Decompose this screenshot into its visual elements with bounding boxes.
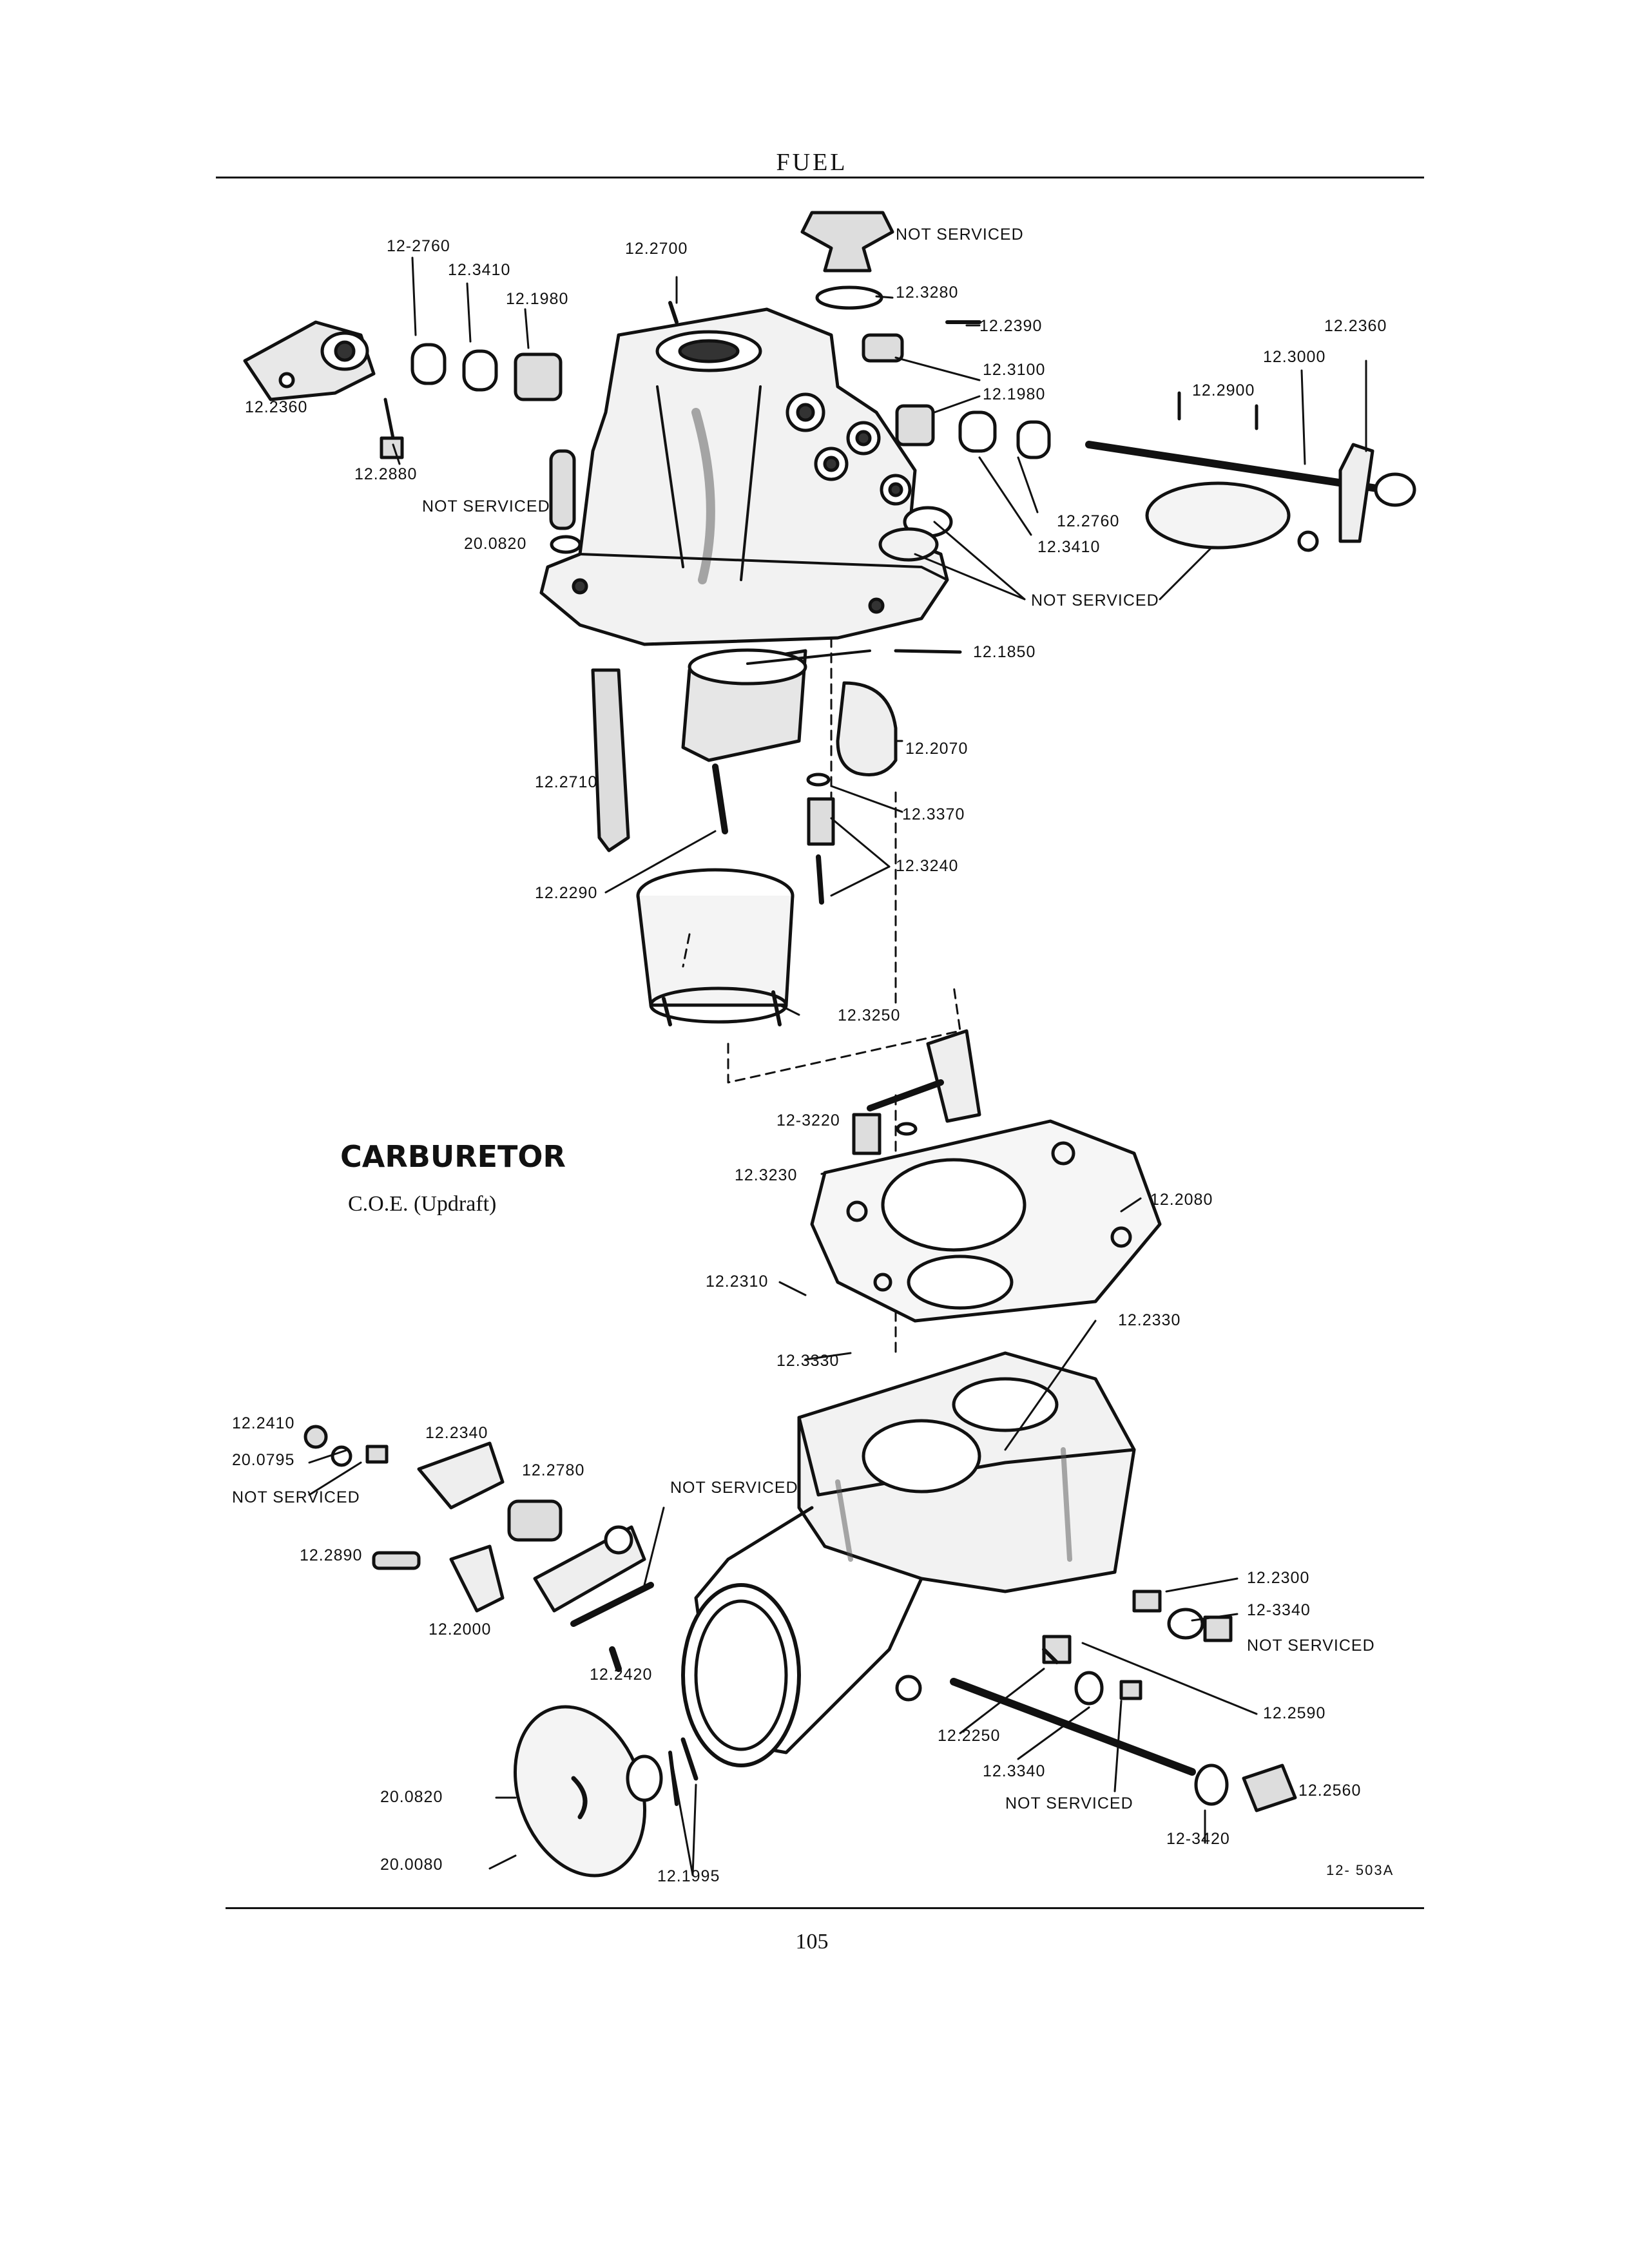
callout-label: 12.2560 (1298, 1782, 1362, 1800)
callout-label: 12.1980 (983, 385, 1046, 403)
callout-label: 12.3240 (896, 857, 959, 875)
fuel-inlet-cap (800, 211, 894, 310)
callout-label: 12-2760 (387, 237, 450, 255)
callout-label: 12.2780 (522, 1461, 585, 1479)
callout-label: NOT SERVICED (1031, 591, 1159, 610)
figure-subtitle: C.O.E. (Updraft) (348, 1192, 497, 1216)
callout-label: 20.0080 (380, 1856, 443, 1874)
callout-label: 12.2880 (354, 465, 418, 483)
callout-label: 12.2080 (1150, 1191, 1213, 1209)
callout-label: 12.3340 (983, 1762, 1046, 1780)
callout-label: 12.2360 (1324, 317, 1387, 335)
callout-label: NOT SERVICED (670, 1479, 798, 1497)
figure-code: 12- 503A (1326, 1862, 1394, 1878)
figure-title: CARBURETOR (340, 1139, 566, 1174)
callout-label: 12.2340 (425, 1424, 488, 1442)
callout-label: 12.2070 (905, 740, 969, 758)
linkage-parts (304, 1425, 654, 1672)
body-gasket (810, 1119, 1162, 1323)
upper-left-parts (243, 301, 679, 554)
venturi-sleeve (636, 868, 795, 1026)
callout-label: 12.3370 (902, 805, 965, 823)
callout-label: 12.3410 (448, 261, 511, 279)
callout-label: 12.3230 (735, 1166, 798, 1184)
callout-label: 12.3250 (838, 1006, 901, 1024)
callout-label: 12.2590 (1263, 1704, 1326, 1722)
callout-label: 12.2410 (232, 1414, 295, 1432)
callout-label: 12.1980 (506, 290, 569, 308)
callout-label: 12.2310 (706, 1273, 769, 1291)
section-header: FUEL (776, 149, 848, 176)
callout-label: 12.2900 (1192, 381, 1255, 399)
upper-body-casting (539, 307, 949, 646)
callout-label: NOT SERVICED (896, 226, 1024, 244)
callout-label: 12-3420 (1166, 1830, 1230, 1848)
callout-label: 12.2000 (429, 1620, 492, 1639)
callout-label: 20.0820 (380, 1788, 443, 1806)
footer-rule (226, 1907, 1424, 1909)
callout-label: 12.3410 (1037, 538, 1101, 556)
page-number: 105 (795, 1930, 829, 1954)
callout-label: 12-3220 (776, 1111, 840, 1129)
callout-label: 12.2360 (245, 398, 308, 416)
callout-label: 12.2420 (590, 1666, 653, 1684)
callout-label: 20.0820 (464, 535, 527, 553)
callout-label: 12-3340 (1247, 1601, 1311, 1619)
callout-label: 12.2760 (1057, 512, 1120, 530)
callout-label: 12.2290 (535, 884, 598, 902)
callout-label: 12.3000 (1263, 348, 1326, 366)
callout-label: 12.2250 (938, 1727, 1001, 1745)
callout-label: NOT SERVICED (422, 497, 550, 515)
choke-plate (513, 1705, 699, 1878)
leader-lines (308, 256, 1367, 1876)
callout-label: 12.2390 (979, 317, 1043, 335)
callout-label: 12.3280 (896, 284, 959, 302)
callout-label: 12.2710 (535, 773, 598, 791)
callout-label: 12.2330 (1118, 1311, 1181, 1329)
callout-label: 12.1850 (973, 643, 1036, 661)
callout-label: 12.2700 (625, 240, 688, 258)
right-lower-parts (950, 1590, 1297, 1812)
callout-label: 12.3330 (776, 1352, 840, 1370)
idle-jet-parts (852, 1029, 981, 1155)
callout-label: 12.1995 (657, 1867, 720, 1885)
callout-label: NOT SERVICED (1005, 1794, 1133, 1812)
callout-label: 12.2300 (1247, 1569, 1310, 1587)
callout-label: 20.0795 (232, 1451, 295, 1469)
callout-label: NOT SERVICED (232, 1488, 360, 1506)
callout-label: 12.2890 (300, 1546, 363, 1564)
callout-label: NOT SERVICED (1247, 1637, 1375, 1655)
header-rule (216, 177, 1424, 178)
lower-bowl-casting (681, 1351, 1136, 1767)
callout-label: 12.3100 (983, 361, 1046, 379)
throttle-shaft-assembly (862, 320, 1416, 562)
float-assembly (591, 648, 962, 905)
